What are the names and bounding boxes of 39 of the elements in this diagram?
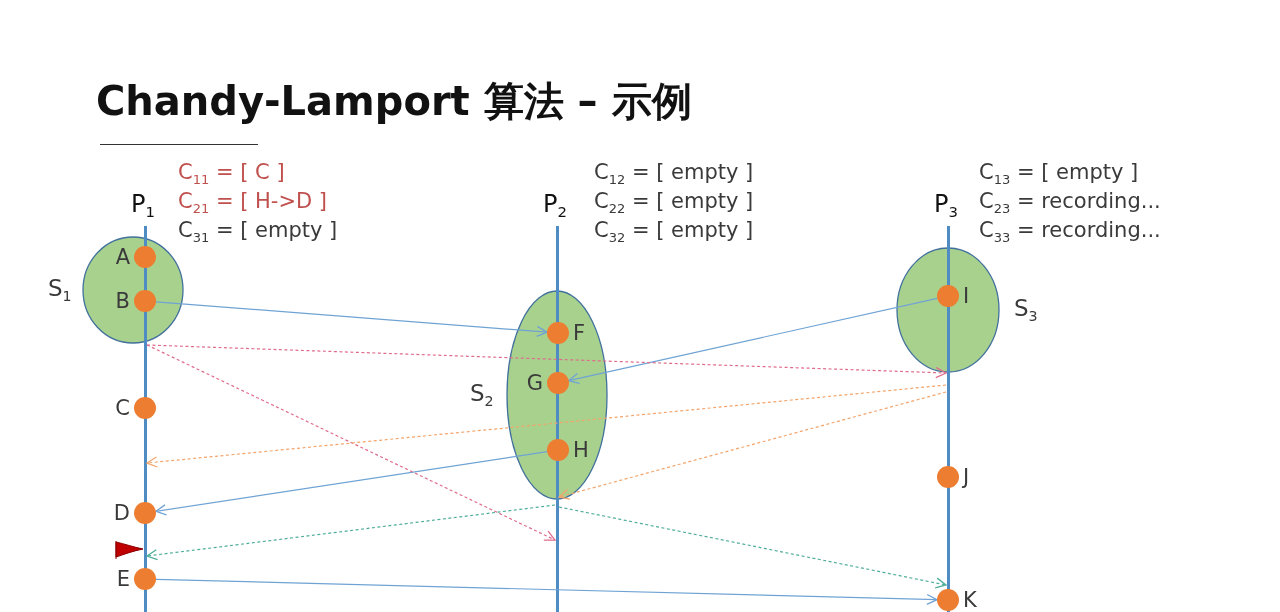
slide-title: Chandy-Lamport 算法 – 示例 [96, 77, 692, 126]
channel-state: C$_{33}$ = recording... [979, 217, 1161, 247]
timeline-line [555, 226, 559, 612]
event-label: D [112, 500, 130, 526]
process-label: P$_{3}$ [934, 190, 958, 224]
event-label: E [115, 566, 130, 592]
snapshot-label: S$_{2}$ [470, 379, 494, 411]
message-arrow [146, 384, 947, 468]
channel-state: C$_{22}$ = [ empty ] [594, 188, 754, 218]
channel-state: C$_{13}$ = [ empty ] [979, 159, 1139, 189]
channel-state: C$_{31}$ = [ empty ] [178, 217, 338, 247]
event-label: C [114, 395, 130, 421]
message-arrow [146, 344, 556, 541]
process-label: P$_{2}$ [543, 190, 567, 224]
event-label: H [573, 437, 589, 463]
channel-state: C$_{23}$ = recording... [979, 188, 1161, 218]
process-label: P$_{1}$ [131, 190, 155, 224]
message-arrow [155, 451, 548, 516]
event-label: A [114, 244, 130, 270]
message-arrow [558, 506, 947, 589]
event-label: G [525, 370, 543, 396]
event-label: F [573, 320, 586, 346]
message-arrow [146, 504, 556, 561]
message-arrow [155, 301, 548, 337]
event-label: B [114, 288, 130, 314]
message-arrow [558, 391, 947, 500]
channel-state: C$_{32}$ = [ empty ] [594, 217, 754, 247]
channel-state: C$_{12}$ = [ empty ] [594, 159, 754, 189]
event-label: I [963, 283, 970, 309]
snapshot-label: S$_{3}$ [1014, 294, 1038, 326]
message-arrow [155, 578, 938, 606]
message-arrow [146, 344, 947, 379]
snapshot-label: S$_{1}$ [48, 274, 72, 306]
timeline-line [946, 226, 950, 612]
event-label: K [963, 587, 977, 612]
channel-state: C$_{21}$ = [ H->D ] [178, 188, 328, 218]
channel-state: C$_{11}$ = [ C ] [178, 159, 285, 189]
event-label: J [963, 464, 970, 490]
message-arrow [568, 297, 938, 384]
